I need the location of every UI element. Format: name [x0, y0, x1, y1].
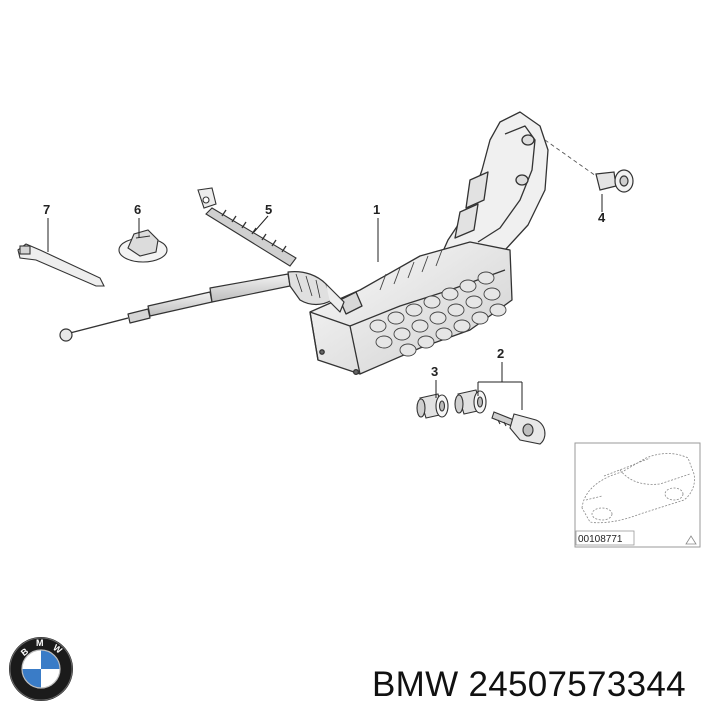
part-number: 24507573344: [468, 665, 686, 704]
release-cable: [59, 271, 345, 342]
handle-housing-part: [309, 111, 549, 376]
callout-part-4: 4: [598, 210, 606, 225]
screw-part: [544, 139, 634, 193]
cable-tie-part: [17, 243, 105, 287]
callout-part-1: 1: [373, 202, 380, 217]
warning-triangle-icon: [685, 535, 697, 545]
lock-cylinder-part: [416, 393, 449, 419]
svg-text:M: M: [36, 638, 44, 648]
brand-name: BMW: [372, 665, 459, 704]
callout-part-7: 7: [43, 202, 50, 217]
bmw-roundel-icon: B M W: [9, 637, 73, 701]
callout-part-2: 2: [497, 346, 504, 361]
part-caption: BMW 24507573344: [372, 660, 717, 710]
lock-with-key-part: [454, 389, 546, 445]
vehicle-thumbnail: 00108771: [574, 442, 701, 548]
svg-text:B: B: [19, 646, 31, 658]
leader-lines: [47, 194, 603, 410]
thumbnail-reference-code: 00108771: [578, 534, 623, 545]
callout-part-5: 5: [265, 202, 272, 217]
fastening-strip-part: [197, 187, 297, 267]
clip-part: [118, 229, 168, 263]
callout-part-6: 6: [134, 202, 141, 217]
car-outline-icon: [581, 453, 695, 524]
callout-part-3: 3: [431, 364, 438, 379]
